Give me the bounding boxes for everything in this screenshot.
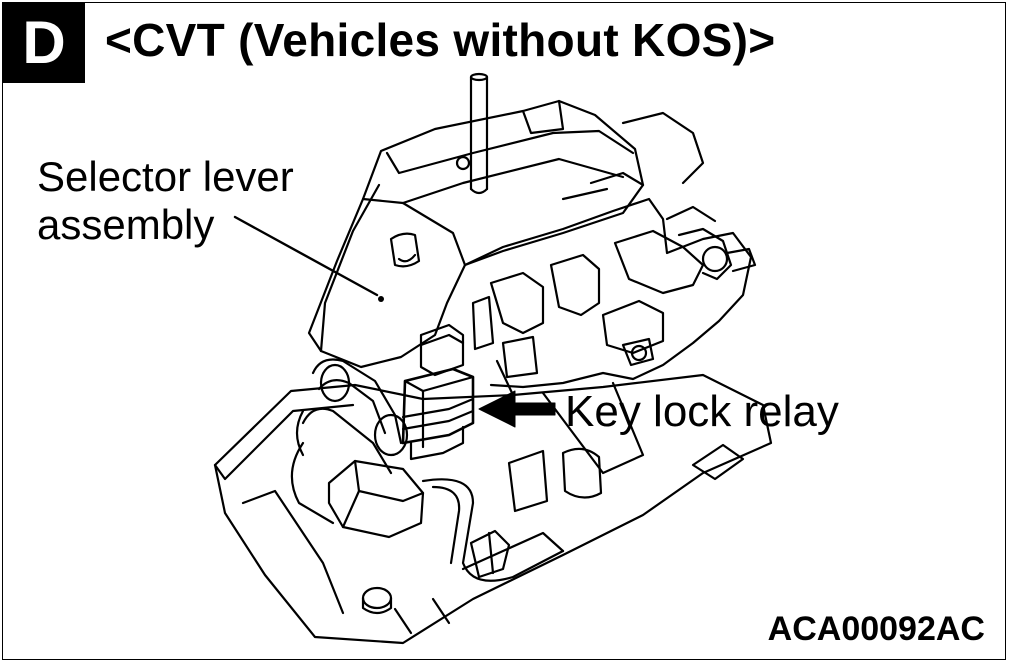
key-lock-relay-part <box>401 323 475 461</box>
selector-lever-illustration <box>213 72 773 645</box>
key-lock-relay-arrow <box>478 390 556 428</box>
diagram-title: <CVT (Vehicles without KOS)> <box>105 14 776 66</box>
selector-lever-assembly-label: Selector lever assembly <box>37 153 294 249</box>
selector-housing <box>307 99 645 369</box>
selector-label-line1: Selector lever <box>37 153 294 200</box>
base-plate <box>213 373 773 645</box>
selector-leader-line <box>233 215 379 297</box>
selector-label-line2: assembly <box>37 201 215 248</box>
wiring-harness <box>290 358 565 582</box>
section-badge: D <box>3 3 85 83</box>
shift-mechanism <box>463 111 757 513</box>
lever-rod <box>469 72 489 195</box>
figure-code: ACA00092AC <box>767 610 985 648</box>
key-lock-relay-label: Key lock relay <box>565 387 839 436</box>
